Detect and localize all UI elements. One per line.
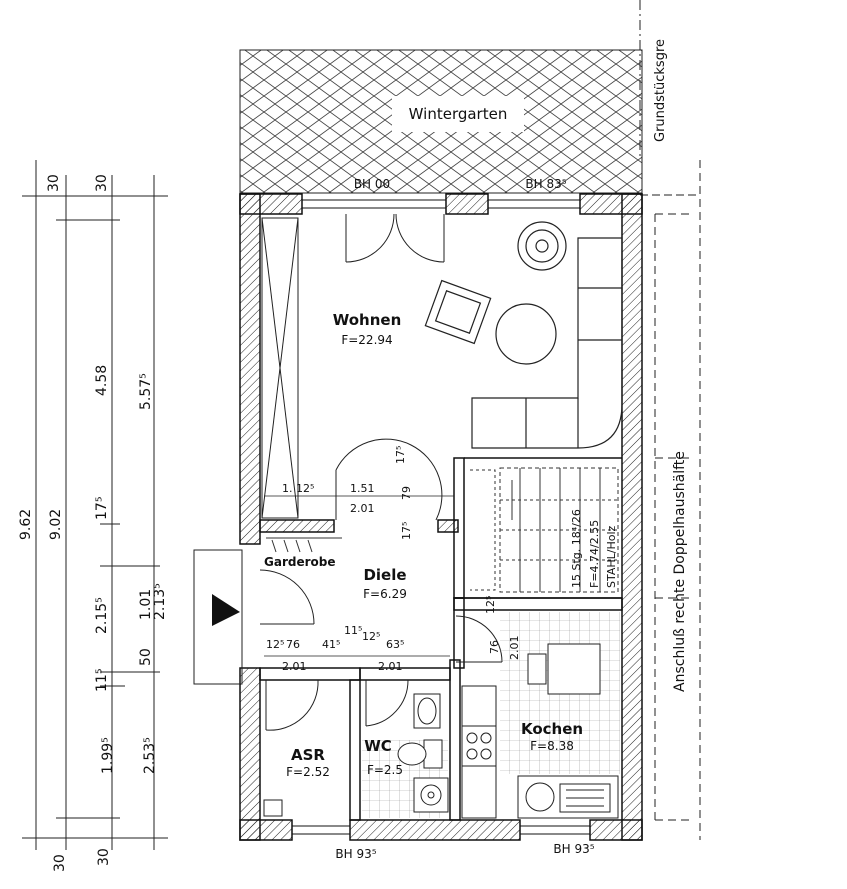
wc-door: [365, 679, 409, 727]
room-wc-area: F=2.5: [367, 763, 403, 777]
room-wintergarten-label: Wintergarten: [409, 105, 508, 123]
dim-9: 41⁵: [322, 638, 340, 651]
room-kochen-label: Kochen: [521, 720, 583, 738]
bh-top-right: BH 83⁵: [525, 177, 566, 191]
wohnen-furniture: [424, 221, 623, 449]
inner-dimensions: 1. 12⁵ 1.51 2.01 17⁵ 79 17⁵ 12⁵ 76 41⁵ 1…: [264, 446, 521, 673]
dim-9-02: 9.02: [48, 509, 64, 540]
dim-5: 79: [400, 486, 413, 500]
wc-fixtures: [397, 693, 449, 813]
room-diele-label: Diele: [363, 566, 406, 584]
room-asr-area: F=2.52: [286, 765, 330, 779]
stair-text-3: STAHL/Holz: [605, 525, 618, 588]
bh-bottom-right: BH 93⁵: [553, 842, 594, 856]
dim-10: 11⁵: [344, 624, 362, 637]
wohnen-double-door: [345, 213, 445, 263]
dim-14: 2.01: [378, 660, 403, 673]
room-kochen-area: F=8.38: [530, 739, 574, 753]
dim-2-135: 2.13⁵: [152, 583, 168, 620]
outer-walls: [239, 193, 643, 841]
room-wohnen-label: Wohnen: [333, 311, 402, 329]
room-garderobe-label: Garderobe: [264, 555, 335, 569]
dim-top-30-a: 30: [46, 174, 62, 192]
dim-2-535: 2.53⁵: [142, 737, 158, 774]
bh-bottom-left: BH 93⁵: [335, 847, 376, 861]
neighbour-connection-label: Anschluß rechte Doppelhaushälfte: [672, 451, 688, 692]
wintergarten-area: [239, 49, 643, 194]
room-wohnen-area: F=22.94: [341, 333, 392, 347]
asr-boiler: [263, 799, 283, 817]
room-diele-area: F=6.29: [363, 587, 407, 601]
kochen-door: [455, 615, 503, 663]
stair-text-1: 15 Stg. 18⁴/26: [570, 509, 583, 588]
dim-1-01: 1.01: [138, 589, 154, 620]
neighbour-boundary: [654, 160, 701, 840]
dim-5-575: 5.57⁵: [138, 373, 154, 410]
dim-8: 76: [286, 638, 300, 651]
property-boundary-label: Grundstücksgre: [653, 39, 668, 142]
dim-3: 2.01: [350, 502, 375, 515]
dim-9-62: 9.62: [18, 509, 34, 540]
dim-2: 1.51: [350, 482, 375, 495]
dim-1: 1. 12⁵: [282, 482, 314, 495]
dim-bottom-30-b: 30: [96, 848, 112, 866]
dim-1-995: 1.99⁵: [100, 737, 116, 774]
dim-12: 63⁵: [386, 638, 404, 651]
stair-text-2: F=4.74/2.55: [588, 520, 601, 588]
dim-15: 12⁵: [484, 596, 497, 614]
entrance-arrow-icon: [212, 594, 240, 626]
room-asr-label: ASR: [291, 746, 325, 764]
asr-door: [265, 679, 319, 731]
staircase: [470, 467, 619, 593]
bh-top-left: BH 00: [354, 177, 390, 191]
dimension-lines-left: [22, 160, 168, 850]
kochen-furniture: [461, 643, 619, 819]
dim-175: 17⁵: [94, 497, 110, 520]
wohnen-window-left: [261, 217, 299, 519]
dim-50: 50: [138, 648, 154, 666]
dim-2-155: 2.15⁵: [94, 597, 110, 634]
dim-6: 17⁵: [400, 522, 413, 540]
garderobe-rack: [266, 537, 342, 553]
dim-4-58: 4.58: [94, 365, 110, 396]
dim-4: 17⁵: [394, 446, 407, 464]
room-wc-label: WC: [364, 737, 392, 755]
dim-bottom-30-a: 30: [52, 854, 68, 872]
dim-11: 12⁵: [362, 630, 380, 643]
dim-115: 11⁵: [94, 669, 110, 692]
dim-17: 2.01: [508, 636, 521, 661]
interior-walls: [259, 457, 623, 821]
left-dimensions: 30 30 9.62 9.02 4.58 5.57⁵ 17⁵ 2.15⁵ 1.0…: [18, 174, 168, 872]
entrance-porch: [193, 549, 315, 685]
dim-top-30-b: 30: [94, 174, 110, 192]
dim-16: 76: [488, 640, 501, 654]
dim-7: 12⁵: [266, 638, 284, 651]
dim-13: 2.01: [282, 660, 307, 673]
